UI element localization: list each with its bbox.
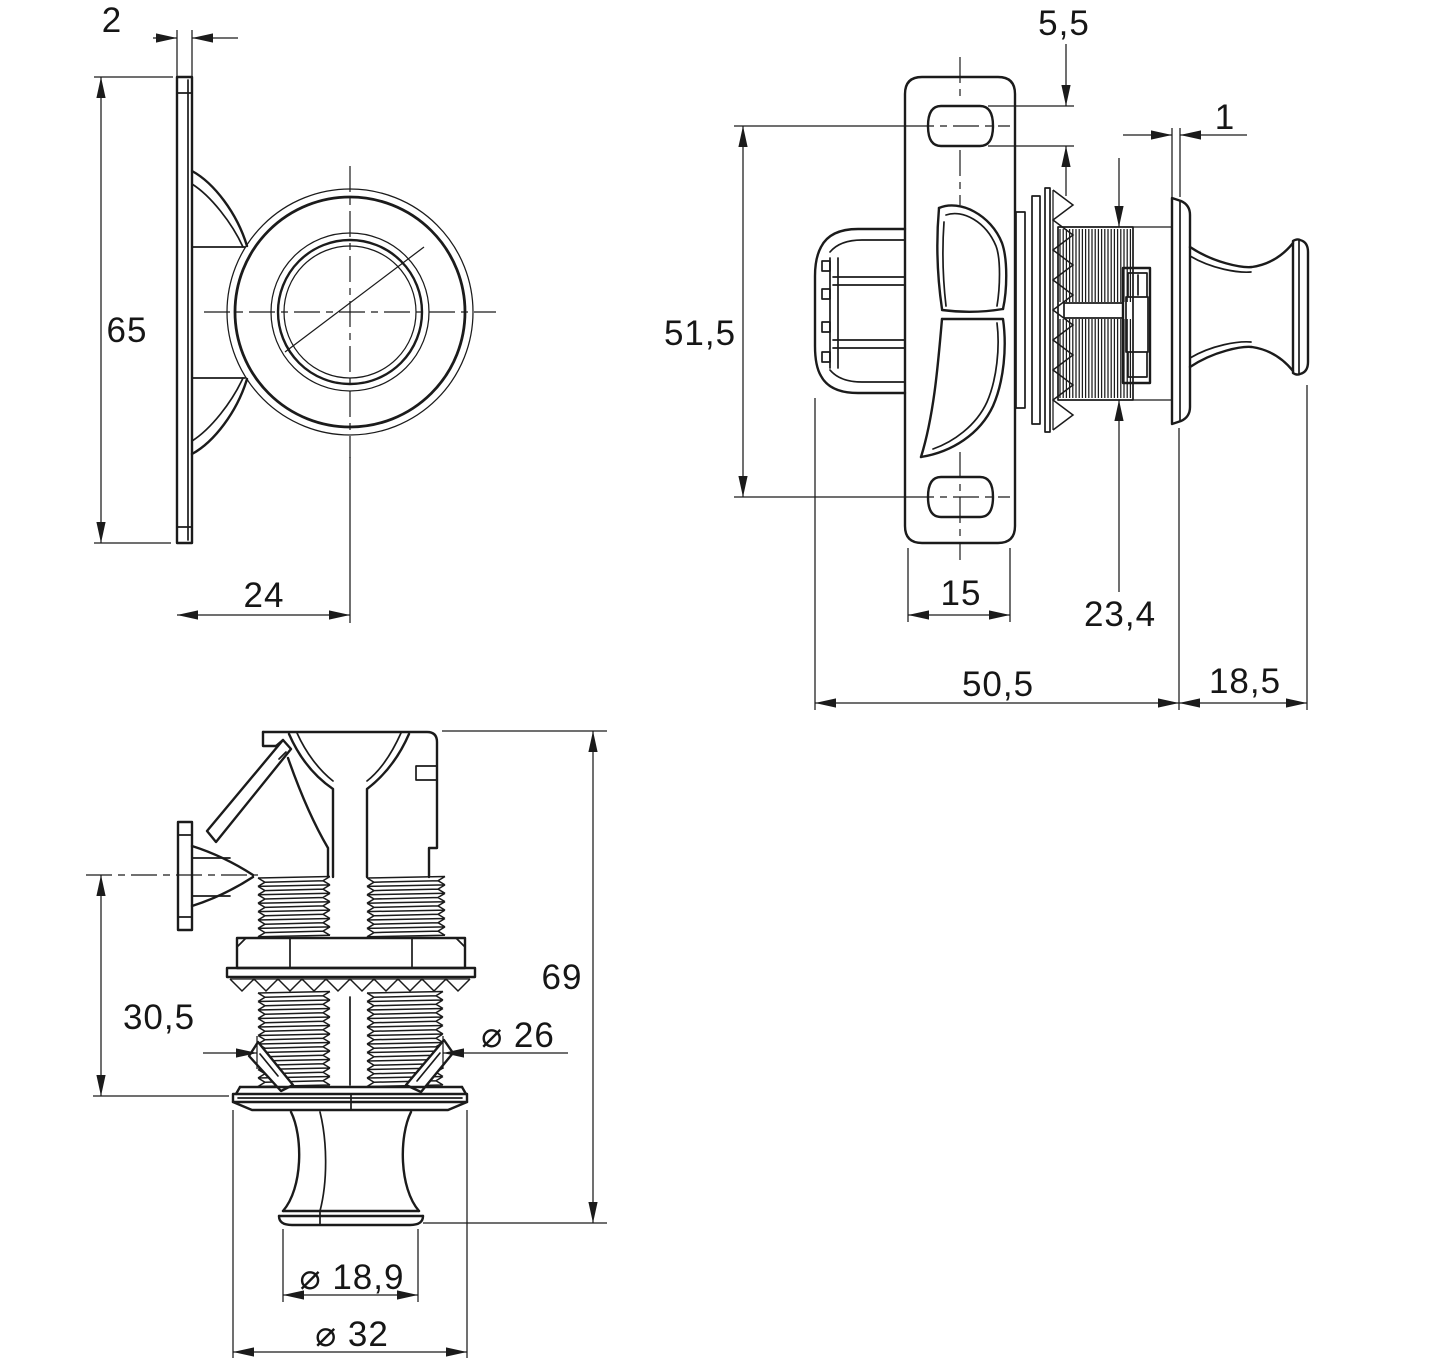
threaded-barrel: [1057, 226, 1134, 401]
knob-seam: [319, 1111, 327, 1226]
bottom-view: [176, 730, 477, 1227]
knob-bottom: [277, 1110, 425, 1227]
dim-mount-depth: 30,5: [123, 998, 195, 1037]
lower-threads-left: [257, 990, 331, 1088]
hex-nut: [235, 936, 467, 970]
front-view: [175, 75, 474, 545]
diameter-slash: [284, 246, 425, 353]
dim-knob-length: 18,5: [1209, 662, 1281, 701]
mount-slot-bottom: [926, 475, 995, 519]
mounting-plate: [903, 75, 1017, 545]
knob-flange: [1170, 196, 1192, 426]
dim-hole-spacing: 51,5: [664, 314, 736, 353]
dim-spacer-thickness: 1: [1215, 98, 1235, 137]
flat-washer: [225, 966, 477, 979]
dim-housing-length: 50,5: [962, 665, 1034, 704]
dim-waist-diameter: ⌀ 18,9: [300, 1258, 405, 1297]
mount-slot-top: [926, 104, 995, 148]
lever-blade: [205, 738, 293, 844]
knob-base-stack: [231, 1085, 469, 1112]
dim-thread-length: 23,4: [1084, 595, 1156, 634]
nut-block: [1121, 266, 1152, 385]
knob-side: [1170, 196, 1310, 426]
dimension-labels: 2 65 24 5,5 1 51,5 15 23,4 50,5 18,5 30,…: [102, 1, 1281, 1354]
upper-threads-right: [366, 875, 446, 938]
latch-housing: [813, 227, 907, 395]
dim-plate-width: 15: [941, 574, 982, 613]
latch-body: [205, 730, 439, 879]
upper-threads-left: [257, 875, 331, 938]
thread-hatching: [1059, 229, 1132, 398]
body-notch: [415, 765, 438, 781]
dim-plate-thickness: 2: [102, 1, 122, 40]
front-flange-side: [176, 820, 255, 932]
dim-knob-offset: 24: [244, 576, 285, 615]
latch-bar: [1063, 302, 1124, 319]
anti-rotation-tabs: [247, 1038, 455, 1094]
dimension-arrows: [96, 33, 1307, 1357]
dim-plate-height: 65: [107, 311, 148, 350]
dim-knob-diameter: ⌀ 32: [315, 1315, 389, 1354]
dim-overall-height: 69: [542, 958, 583, 997]
knob-end-cap: [1291, 238, 1310, 376]
side-view: [813, 75, 1310, 545]
dimension-lines: [93, 30, 1308, 1358]
dim-slot-height: 5,5: [1038, 4, 1090, 43]
center-lines: [86, 57, 1010, 876]
flare-profile: [190, 169, 249, 456]
latch-wings: [919, 204, 1008, 459]
dim-thread-diameter: ⌀ 26: [481, 1016, 555, 1055]
mounting-plate-edge: [175, 75, 194, 545]
serrated-washer-side: [229, 977, 471, 993]
